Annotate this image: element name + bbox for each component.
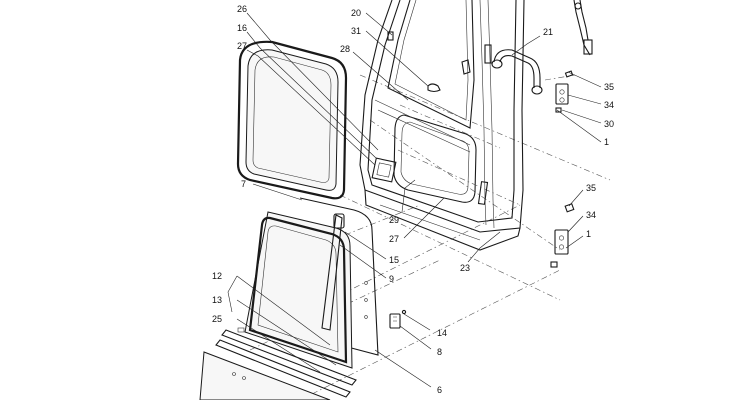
callout-13: 13 [212,295,222,305]
door-handle [491,49,543,95]
callout-29: 29 [389,215,399,225]
clip-parts [389,309,407,329]
callout-34-upper: 34 [604,100,614,110]
lower-latch-parts [550,203,575,268]
callout-28: 28 [340,44,350,54]
callout-14: 14 [437,328,447,338]
callout-15: 15 [389,255,399,265]
callout-8: 8 [437,347,442,357]
callout-6: 6 [437,385,442,395]
door-frame-assembly [359,0,525,251]
callout-1-upper: 1 [604,137,609,147]
callout-1-lower: 1 [586,229,591,239]
callout-31: 31 [351,26,361,36]
callout-21: 21 [543,27,553,37]
callout-7: 7 [241,179,246,189]
callout-12: 12 [212,271,222,281]
callout-30: 30 [604,119,614,129]
callout-labels: 26 16 27 20 31 28 21 35 34 30 1 7 35 34 … [212,4,614,395]
leader-lines [227,12,602,388]
callout-35-upper: 35 [604,82,614,92]
callout-25: 25 [212,314,222,324]
callout-27-upper: 27 [237,41,247,51]
top-right-bracket [573,0,593,56]
callout-26: 26 [237,4,247,14]
callout-16: 16 [237,23,247,33]
callout-20: 20 [351,8,361,18]
upper-latch-parts [555,70,574,113]
lower-window-frame [244,197,379,369]
callout-34-lower: 34 [586,210,596,220]
callout-23: 23 [460,263,470,273]
callout-35-lower: 35 [586,183,596,193]
callout-27-lower: 27 [389,234,399,244]
callout-9: 9 [389,274,394,284]
upper-glass-and-seal [236,40,348,200]
lower-strips-and-glass [199,327,357,400]
